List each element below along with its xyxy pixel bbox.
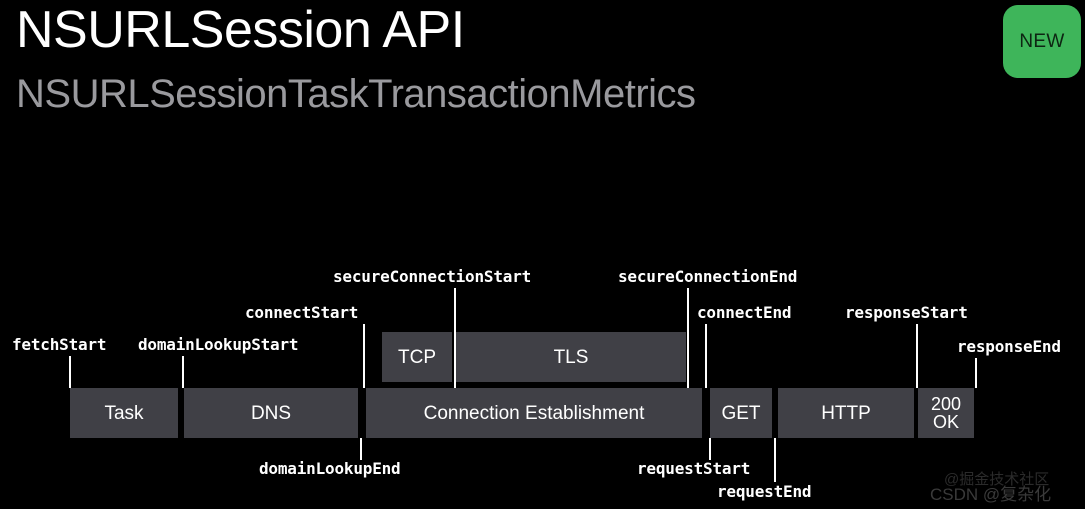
tick-responseEnd bbox=[975, 358, 977, 388]
label-connectEnd: connectEnd bbox=[697, 303, 792, 322]
label-requestEnd: requestEnd bbox=[717, 482, 812, 501]
tick-connectEnd bbox=[705, 324, 707, 388]
segment-label-http: HTTP bbox=[821, 402, 871, 424]
timeline-segment-get: GET bbox=[710, 388, 772, 438]
timeline-segment-tls: TLS bbox=[456, 332, 686, 382]
label-responseStart: responseStart bbox=[845, 303, 968, 322]
tick-secureConnectionStart bbox=[454, 288, 456, 388]
tick-domainLookupStart bbox=[182, 356, 184, 388]
new-badge: NEW bbox=[1003, 5, 1081, 78]
timeline-segment-task: Task bbox=[70, 388, 178, 438]
timeline-segment-status: 200 OK bbox=[918, 388, 974, 438]
label-domainLookupEnd: domainLookupEnd bbox=[259, 459, 401, 478]
label-requestStart: requestStart bbox=[637, 459, 751, 478]
tick-domainLookupEnd bbox=[360, 438, 362, 460]
page-title: NSURLSession API bbox=[16, 1, 465, 59]
tick-requestEnd bbox=[774, 438, 776, 482]
label-connectStart: connectStart bbox=[245, 303, 359, 322]
label-responseEnd: responseEnd bbox=[957, 337, 1061, 356]
page-subtitle: NSURLSessionTaskTransactionMetrics bbox=[16, 72, 696, 116]
segment-label-status: 200 OK bbox=[930, 394, 962, 432]
tick-requestStart bbox=[709, 438, 711, 460]
label-fetchStart: fetchStart bbox=[12, 335, 107, 354]
timeline-segment-connection-establishment: Connection Establishment bbox=[366, 388, 702, 438]
segment-label-dns: DNS bbox=[250, 402, 292, 424]
segment-label-tls: TLS bbox=[553, 346, 589, 368]
timeline-segment-http: HTTP bbox=[778, 388, 914, 438]
timeline-segment-dns: DNS bbox=[184, 388, 358, 438]
segment-label-connection-establishment: Connection Establishment bbox=[423, 402, 645, 424]
label-domainLookupStart: domainLookupStart bbox=[138, 335, 299, 354]
segment-label-get: GET bbox=[721, 402, 761, 424]
tick-secureConnectionEnd bbox=[687, 288, 689, 388]
tick-responseStart bbox=[916, 324, 918, 388]
label-secureConnectionStart: secureConnectionStart bbox=[333, 267, 532, 286]
new-badge-label: NEW bbox=[1019, 30, 1065, 52]
segment-label-tcp: TCP bbox=[398, 346, 436, 368]
timeline-segment-tcp: TCP bbox=[382, 332, 452, 382]
segment-label-task: Task bbox=[104, 402, 144, 424]
tick-connectStart bbox=[363, 324, 365, 388]
tick-fetchStart bbox=[69, 356, 71, 388]
label-secureConnectionEnd: secureConnectionEnd bbox=[618, 267, 798, 286]
